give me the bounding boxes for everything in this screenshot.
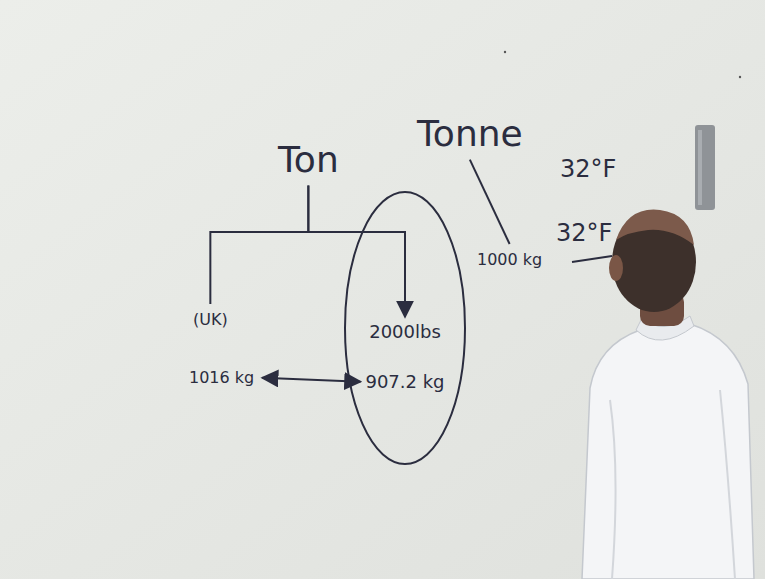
node-text: 2000lbs (369, 322, 441, 342)
node-text: 1000 kg (477, 251, 542, 269)
connector (308, 186, 405, 317)
unit-heading: Ton (274, 138, 343, 182)
circled-group: 2000lbs 907.2 kg (343, 190, 467, 466)
node-text: (UK) (193, 311, 228, 329)
bald-crown (616, 210, 694, 245)
node-text: 1016 kg (189, 369, 254, 387)
node-text: 907.2 kg (365, 372, 444, 392)
shirt-fold (720, 390, 735, 579)
board-speck (504, 51, 506, 53)
ear (609, 255, 623, 281)
node-text: Ton (278, 140, 339, 180)
underline-stroke (572, 256, 612, 262)
board-speck (739, 76, 741, 78)
oval-stroke (345, 192, 465, 464)
node-text: Tonne (417, 114, 523, 154)
connector (262, 378, 360, 382)
variant-label: (UK) (189, 309, 232, 331)
unit-heading: Tonne (413, 112, 527, 156)
temperature-note: 32°F (556, 220, 612, 246)
switch-highlight (698, 130, 702, 205)
temperature-note: 32°F (560, 156, 616, 182)
mass-value: 1000 kg (473, 249, 546, 271)
shirt-fold (610, 400, 616, 579)
shirt (582, 324, 754, 579)
mass-value: 1016 kg (185, 367, 258, 389)
connector (210, 186, 308, 304)
wall-switch (695, 125, 715, 210)
connector (470, 160, 510, 244)
